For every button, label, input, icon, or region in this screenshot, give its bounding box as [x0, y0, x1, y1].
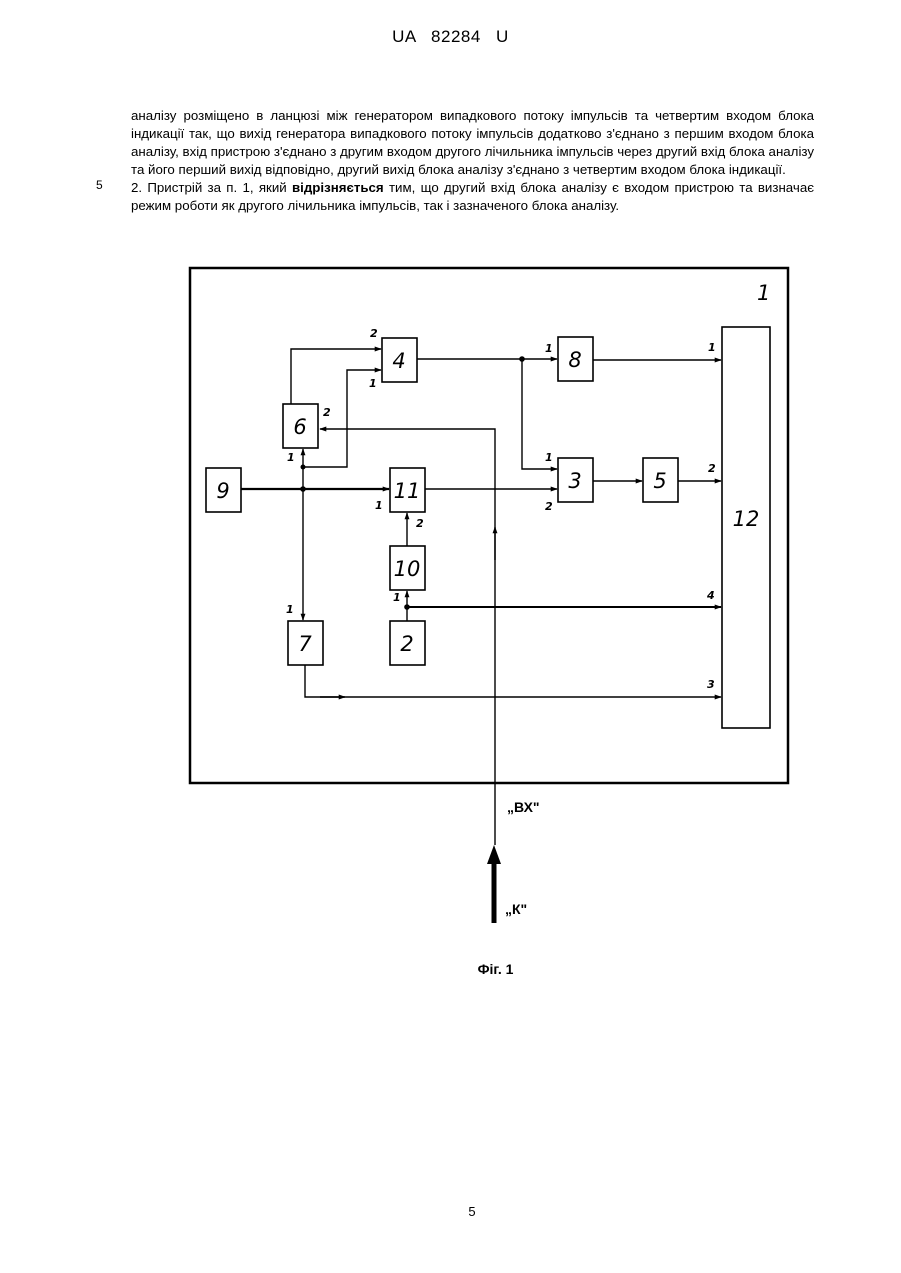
wire-7-to-12 — [305, 665, 721, 697]
frame-label: 1 — [757, 281, 770, 305]
port-3-in1: 1 — [545, 451, 553, 464]
block-7-label: 7 — [298, 632, 312, 656]
junction-dot — [300, 486, 306, 492]
port-12-in2: 2 — [708, 462, 716, 475]
port-6-in2: 2 — [323, 406, 331, 419]
block-12-label: 12 — [733, 507, 760, 531]
page-number: 5 — [0, 1204, 901, 1219]
input-vx-label: „ВХ" — [507, 799, 540, 815]
block-11-label: 11 — [394, 479, 421, 503]
port-4-in2: 2 — [370, 327, 378, 340]
block-2-label: 2 — [400, 632, 413, 656]
block-4-label: 4 — [392, 349, 405, 373]
junction-dot — [404, 604, 410, 610]
port-6-in1: 1 — [287, 451, 295, 464]
block-8-label: 8 — [568, 348, 581, 372]
port-11-in2: 2 — [416, 517, 424, 530]
port-12-in1: 1 — [708, 341, 716, 354]
port-12-in4: 4 — [706, 589, 715, 602]
port-12-in3: 3 — [707, 678, 715, 691]
input-k-label: „К" — [505, 901, 527, 917]
block-10-label: 10 — [394, 557, 421, 581]
device-frame — [190, 268, 788, 783]
block-3-label: 3 — [568, 469, 581, 493]
figure-caption: Фіг. 1 — [0, 961, 901, 977]
junction-dot — [519, 356, 525, 362]
port-4-in1: 1 — [369, 377, 377, 390]
block-6-label: 6 — [293, 415, 306, 439]
block-9-label: 9 — [216, 479, 229, 503]
k-arrowhead — [487, 845, 501, 864]
block-diagram: 1 4 6 8 3 5 9 11 10 7 2 12 — [0, 0, 901, 960]
junction-dot — [301, 465, 306, 470]
port-3-in2: 2 — [545, 500, 553, 513]
port-7-in1: 1 — [286, 603, 294, 616]
port-10-in1: 1 — [393, 591, 401, 604]
wire-6-to-4-in2 — [291, 349, 381, 404]
block-5-label: 5 — [653, 469, 666, 493]
port-8-in1: 1 — [545, 342, 553, 355]
port-11-in1: 1 — [375, 499, 383, 512]
